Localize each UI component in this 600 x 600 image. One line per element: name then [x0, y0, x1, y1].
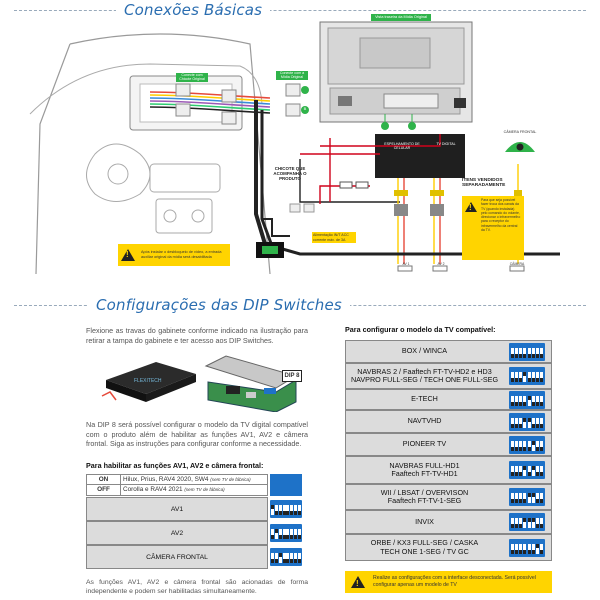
- dip-switch: [509, 390, 545, 409]
- svg-text:FLEXITECH: FLEXITECH: [134, 378, 162, 384]
- connections-title: Conexões Básicas: [116, 1, 271, 19]
- connector-b-label: B: [303, 106, 307, 111]
- warning-icon: [465, 202, 477, 212]
- tv-model-line1: PIONEER TV: [402, 439, 447, 449]
- av2-row: AV2: [86, 521, 268, 545]
- dip-switch: [509, 342, 545, 361]
- av1-tag: AV 1: [402, 262, 410, 266]
- av1-label: AV1: [170, 505, 184, 513]
- warning-icon: [121, 249, 135, 261]
- tv-model-line1: BOX / WINCA: [401, 346, 448, 356]
- tv-model-row: NAVTVHD: [345, 410, 552, 433]
- controller-note-box: Para que seja possível fazer troca dos c…: [462, 196, 524, 260]
- digital-tv-label: TV DIGITAL: [436, 142, 456, 146]
- tv-model-line2: NAVPRO FULL-SEG / TECH ONE FULL-SEG: [350, 375, 499, 384]
- av1-row: AV1: [86, 497, 268, 521]
- install-note-box: Após instalar o desbloqueio de vídeo, a …: [118, 244, 230, 266]
- tv-model-label: E-TECH: [346, 390, 503, 409]
- functions-footer: As funções AV1, AV2 e câmera frontal são…: [86, 579, 308, 595]
- off-text: Corolla e RAV4 2021: [123, 486, 183, 493]
- dip-switch: [509, 538, 545, 557]
- av2-tag: AV 2: [437, 262, 445, 266]
- cellular-label: ESPELHAMENTO DE CELULAR: [384, 142, 420, 151]
- oem-media-label: Conecte com a Mídia Original: [276, 71, 308, 80]
- install-note: Após instalar o desbloqueio de vídeo, a …: [141, 250, 222, 259]
- device-illustration: FLEXITECH: [101, 355, 298, 412]
- separate-items-label: ITENS VENDIDOS SEPARADAMENTE: [462, 178, 506, 189]
- tv-model-line1: NAVBRAS 2 / Faaftech FT-TV-HD2 e HD3: [357, 366, 492, 376]
- tv-model-line2: Faaftech FT-TV-HD1: [391, 469, 458, 478]
- dip-switch: [509, 488, 545, 506]
- config-warning: Realize as configurações com a interface…: [373, 575, 536, 588]
- dip8-tag: DIP 8: [282, 370, 302, 382]
- tv-model-label: INVIX: [346, 511, 503, 533]
- on-note: (sem TV de fábrica): [210, 477, 251, 482]
- media-back-label: Vista traseira da Mídia Original: [371, 14, 431, 21]
- dip-switch: [509, 513, 545, 531]
- tv-model-label: NAVTVHD: [346, 411, 503, 432]
- on-off-dip-switch: [270, 474, 302, 496]
- tv-model-line1: ORBE / KX3 FULL-SEG / CASKA: [370, 538, 479, 548]
- dip-body-text: Na DIP 8 será possível configurar o mode…: [86, 420, 308, 449]
- camera-tag: CÂMERA: [509, 262, 525, 266]
- dip-title: Configurações das DIP Switches: [88, 296, 350, 314]
- tv-model-line1: WII / LBSAT / OVERVISON: [380, 487, 469, 497]
- on-text: Hilux, Prius, RAV4 2020, SW4: [123, 476, 209, 483]
- intro-text: Flexione as travas do gabinete conforme …: [86, 326, 308, 345]
- harness-label: CHICOTE QUE ACOMPANHA O PRODUTO: [273, 166, 307, 181]
- tv-model-row: E-TECH: [345, 389, 552, 410]
- dip-switch: [509, 435, 545, 454]
- av1-dip-switch: [270, 499, 302, 519]
- tv-model-line1: INVIX: [415, 516, 434, 526]
- tv-model-row: PIONEER TV: [345, 433, 552, 456]
- front-camera-label: CÂMERA FRONTAL: [146, 553, 208, 561]
- off-row: OFF Corolla e RAV4 2021 (sem TV de fábri…: [86, 485, 268, 496]
- warning-icon: [351, 576, 365, 588]
- config-warning-box: Realize as configurações com a interface…: [345, 571, 552, 593]
- camera-dip-switch: [270, 547, 302, 567]
- controller-note: Para que seja possível fazer troca dos c…: [481, 198, 521, 233]
- functions-title: Para habilitar as funções AV1, AV2 e câm…: [86, 461, 264, 470]
- tv-model-row: BOX / WINCA: [345, 340, 552, 363]
- power-note: Alimentação IN/T ACC corrente máx. de 3A: [312, 232, 356, 243]
- on-row: ON Hilux, Prius, RAV4 2020, SW4 (sem TV …: [86, 474, 268, 485]
- connector-a-label: A: [303, 126, 307, 131]
- tv-model-line2: TECH ONE 1-SEG / TV GC: [380, 546, 469, 556]
- tv-model-label: BOX / WINCA: [346, 341, 503, 362]
- tv-model-line2: Faaftech FT-TV-1-SEG: [387, 496, 462, 505]
- dip-switch: [509, 461, 545, 479]
- av2-label: AV2: [170, 529, 184, 537]
- tv-config-title: Para configurar o modelo da TV compatíve…: [345, 325, 496, 334]
- dip-switch: [509, 367, 545, 385]
- tv-model-label: PIONEER TV: [346, 434, 503, 455]
- on-label: ON: [87, 475, 121, 484]
- tv-model-row: INVIX: [345, 510, 552, 534]
- tv-model-line1: E-TECH: [411, 394, 438, 404]
- dip-switch: [509, 412, 545, 431]
- off-note: (sem TV de fábrica): [184, 487, 225, 492]
- front-camera-row: CÂMERA FRONTAL: [86, 545, 268, 569]
- av2-dip-switch: [270, 523, 302, 543]
- connection-diagram: [29, 21, 560, 275]
- tv-model-line1: NAVBRAS FULL-HD1: [389, 460, 460, 470]
- tv-model-line1: NAVTVHD: [407, 416, 442, 426]
- oem-harness-label: Conecte com Chicote Original: [176, 73, 208, 82]
- off-label: OFF: [87, 485, 121, 495]
- camera-label: CÂMERA FRONTAL: [503, 130, 537, 134]
